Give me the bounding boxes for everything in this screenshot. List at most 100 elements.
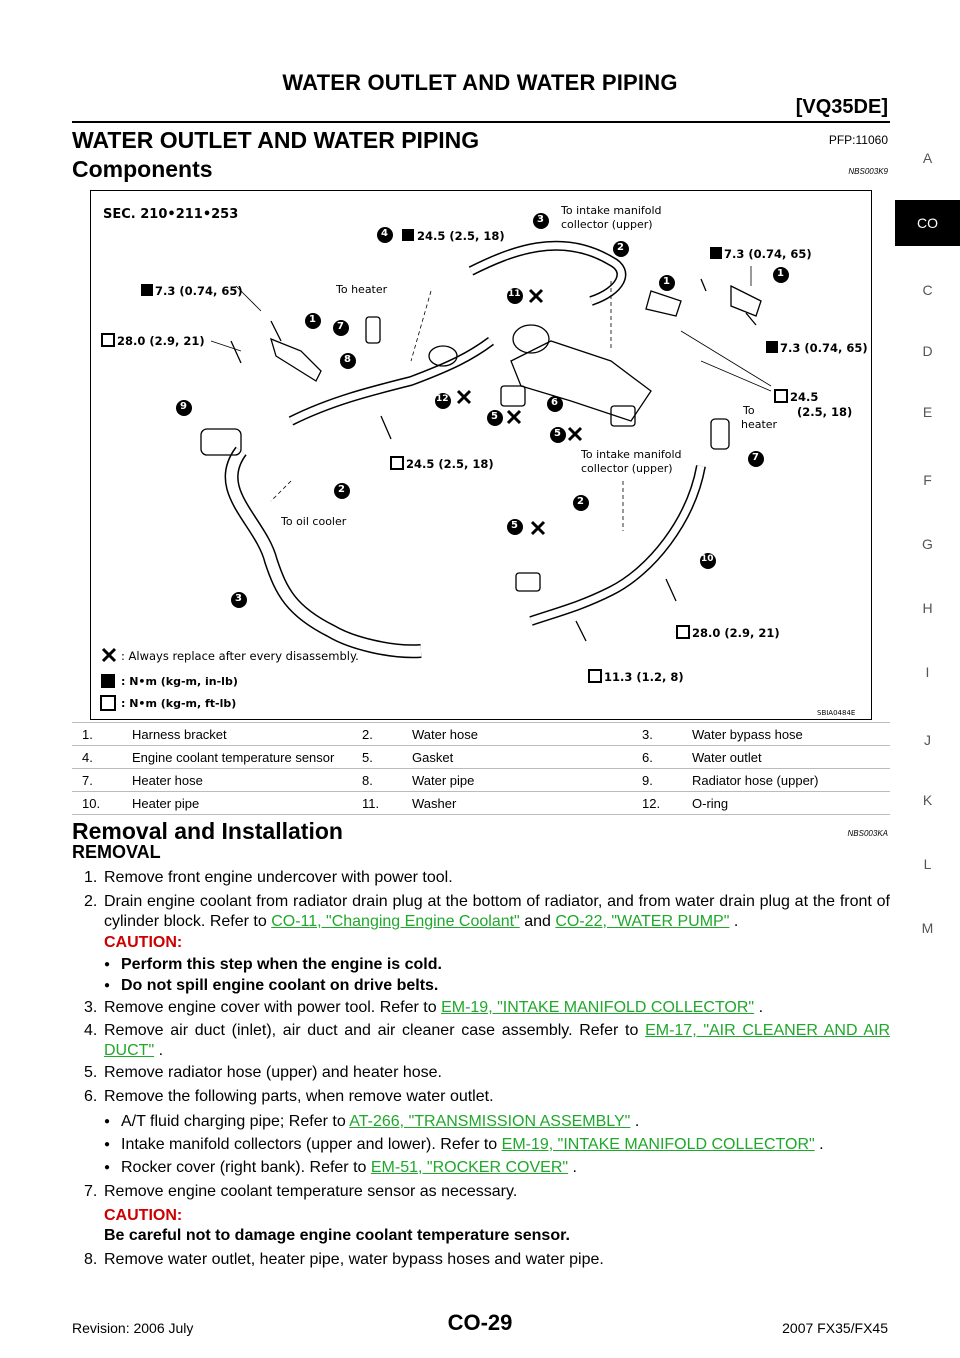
running-header-title: WATER OUTLET AND WATER PIPING [282, 70, 678, 95]
callout-5-a: 5 [491, 411, 498, 422]
torque-245-right-b: (2.5, 18) [797, 405, 853, 419]
index-c[interactable]: C [922, 282, 933, 298]
label-to-heater-left: To heater [336, 283, 388, 296]
part-number: 2. [352, 722, 412, 746]
part-number: 5. [352, 745, 412, 769]
label-to-oil-cooler: To oil cooler [281, 515, 347, 528]
callout-8: 8 [344, 354, 351, 365]
step-3: 3. Remove engine cover with power tool. … [84, 999, 764, 1016]
callout-1-left: 1 [309, 314, 316, 325]
step-8-text: Remove water outlet, heater pipe, water … [104, 1251, 604, 1268]
index-h[interactable]: H [922, 600, 933, 616]
section-title: WATER OUTLET AND WATER PIPING [72, 127, 480, 153]
parts-table: 1. Harness bracket 2. Water hose 3. Wate… [72, 722, 890, 815]
caution-label-2: CAUTION: [104, 1207, 183, 1224]
link-intake-manifold-collector-2[interactable]: EM-19, "INTAKE MANIFOLD COLLECTOR" [501, 1136, 815, 1153]
callout-5-c: 5 [511, 520, 518, 531]
link-changing-engine-coolant[interactable]: CO-11, "Changing Engine Coolant" [271, 913, 520, 930]
section-number: SEC. 210•211•253 [103, 207, 239, 222]
bullet-text: Intake manifold collectors (upper and lo… [121, 1136, 498, 1153]
step-6: 6.Remove the following parts, when remov… [84, 1087, 890, 1107]
caution-label: CAUTION: [104, 934, 183, 951]
table-row: 10. Heater pipe 11. Washer 12. O-ring [72, 791, 890, 815]
step-4-end: . [158, 1042, 164, 1059]
step-5: 5.Remove radiator hose (upper) and heate… [84, 1063, 890, 1083]
callout-2-left: 2 [338, 484, 345, 495]
step-2-text: Drain engine coolant from radiator drain… [104, 893, 890, 930]
index-f[interactable]: F [923, 472, 932, 488]
label-to-heater-right-1: To [743, 404, 755, 417]
part-number: 9. [632, 768, 692, 792]
link-air-cleaner-and-air-duct[interactable]: EM-17, "AIR CLEANER AND AIR DUCT" [104, 1022, 890, 1059]
link-intake-manifold-collector[interactable]: EM-19, "INTAKE MANIFOLD COLLECTOR" [441, 999, 755, 1016]
components-code: NBS003K9 [848, 167, 888, 176]
bullet-end: . [572, 1159, 577, 1176]
step-3-text: Remove engine cover with power tool. Ref… [104, 999, 437, 1016]
link-water-pump[interactable]: CO-22, "WATER PUMP" [555, 913, 730, 930]
part-number: 1. [72, 722, 132, 746]
label-collector-upper-mid: collector (upper) [581, 462, 673, 475]
header-rule [72, 121, 890, 123]
index-co-active[interactable]: CO [895, 200, 960, 246]
part-name: Water hose [412, 722, 632, 746]
caution-text-2: Be careful not to damage engine coolant … [104, 1227, 570, 1244]
label-collector-upper-top: collector (upper) [561, 218, 653, 231]
index-d[interactable]: D [922, 343, 933, 359]
part-name: Water bypass hose [692, 722, 890, 746]
index-j[interactable]: J [924, 732, 931, 748]
caution-item: ●Do not spill engine coolant on drive be… [104, 977, 439, 994]
part-name: Engine coolant temperature sensor [132, 745, 352, 769]
link-transmission-assembly[interactable]: AT-266, "TRANSMISSION ASSEMBLY" [349, 1113, 631, 1130]
table-row: 1. Harness bracket 2. Water hose 3. Wate… [72, 722, 890, 746]
index-e[interactable]: E [922, 404, 933, 420]
components-diagram: SEC. 210•211•253 To intake manifold coll… [90, 190, 872, 720]
table-row: 7. Heater hose 8. Water pipe 9. Radiator… [72, 768, 890, 792]
side-index: A CO C D E F G H I J K L M [895, 0, 960, 1358]
part-name: Water outlet [692, 745, 890, 769]
part-number: 7. [72, 768, 132, 792]
link-rocker-cover[interactable]: EM-51, "ROCKER COVER" [370, 1159, 569, 1176]
pfp-code: PFP:11060 [828, 133, 888, 147]
part-number: 8. [352, 768, 412, 792]
index-l[interactable]: L [923, 856, 932, 872]
step-2-end: . [733, 913, 739, 930]
step-5-text: Remove radiator hose (upper) and heater … [104, 1064, 442, 1081]
index-a[interactable]: A [922, 150, 933, 166]
index-i[interactable]: I [925, 664, 930, 680]
part-name: Heater pipe [132, 791, 352, 815]
step-6-item: ●A/T fluid charging pipe; Refer to AT-26… [104, 1113, 640, 1130]
step-1-text: Remove front engine undercover with powe… [104, 869, 453, 886]
step-2: 2. Drain engine coolant from radiator dr… [84, 893, 890, 930]
part-number: 10. [72, 791, 132, 815]
callout-1-right: 1 [777, 268, 784, 279]
part-name: Heater hose [132, 768, 352, 792]
index-m[interactable]: M [921, 920, 934, 936]
torque-245-right-a: 24.5 [790, 390, 819, 404]
part-number: 4. [72, 745, 132, 769]
torque-top-right: 7.3 (0.74, 65) [724, 247, 812, 261]
callout-7-left: 7 [337, 321, 344, 332]
bullet-text: A/T fluid charging pipe; Refer to [121, 1113, 346, 1130]
callout-6: 6 [551, 397, 558, 408]
step-3-end: . [758, 999, 764, 1016]
step-4-text: Remove air duct (inlet), air duct and ai… [104, 1022, 639, 1039]
index-k[interactable]: K [922, 792, 933, 808]
torque-left: 7.3 (0.74, 65) [155, 284, 243, 298]
part-name: Washer [412, 791, 632, 815]
callout-10: 10 [701, 554, 714, 564]
removal-installation-code: NBS003KA [847, 829, 888, 838]
part-number: 12. [632, 791, 692, 815]
label-to-heater-right-2: heater [741, 418, 778, 431]
callout-3-bottom: 3 [235, 593, 242, 604]
torque-right: 7.3 (0.74, 65) [780, 341, 868, 355]
torque-245-mid: 24.5 (2.5, 18) [406, 457, 494, 471]
bullet-text: Rocker cover (right bank). Refer to [121, 1159, 367, 1176]
caution-item-text: Perform this step when the engine is col… [121, 956, 442, 973]
components-title: Components [72, 156, 213, 182]
index-g[interactable]: G [922, 536, 933, 552]
callout-2-mid: 2 [577, 496, 584, 507]
caution-item-text: Do not spill engine coolant on drive bel… [121, 977, 439, 994]
callout-5-b: 5 [554, 428, 561, 439]
torque-sensor: 24.5 (2.5, 18) [417, 229, 505, 243]
callout-7-right: 7 [752, 452, 759, 463]
